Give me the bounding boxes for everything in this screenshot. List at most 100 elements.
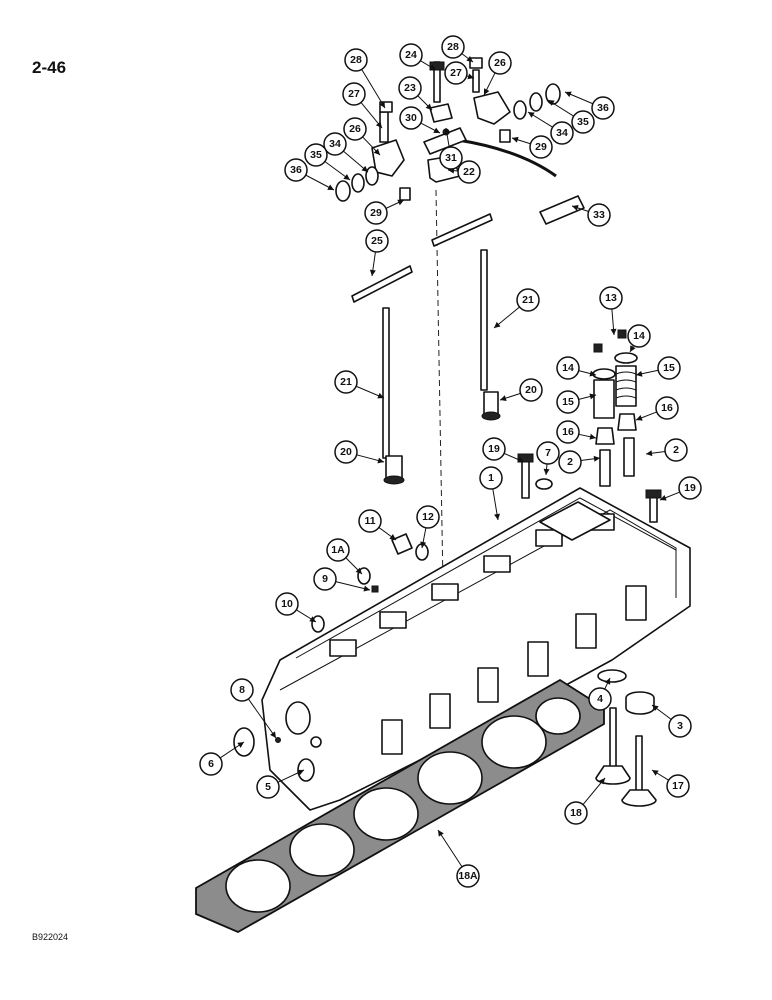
leader-arrowhead xyxy=(565,91,572,98)
callout-circle xyxy=(536,441,560,465)
leader-arrowhead xyxy=(517,456,524,463)
callout-circle xyxy=(334,370,358,394)
callout-circle xyxy=(358,509,382,533)
callout-circle xyxy=(519,378,543,402)
callout-number: 29 xyxy=(370,207,382,219)
leader-arrowhead xyxy=(270,731,276,738)
callout-33: 33 xyxy=(587,203,611,227)
callout-circle xyxy=(556,356,580,380)
support-block-23 xyxy=(429,103,453,123)
callout-circle xyxy=(564,801,588,825)
callout-26: 26 xyxy=(343,117,367,141)
callout-20: 20 xyxy=(334,440,358,464)
leader-arrowhead xyxy=(610,328,617,335)
callout-circle xyxy=(284,158,308,182)
callout-circle xyxy=(664,438,688,462)
leader-line-18a xyxy=(437,829,463,868)
callout-number: 18 xyxy=(570,807,582,819)
callout-8: 8 xyxy=(230,678,254,702)
callout-number: 33 xyxy=(593,209,605,221)
callout-2: 2 xyxy=(558,450,582,474)
leader-arrowhead xyxy=(512,136,519,143)
callout-number: 7 xyxy=(545,447,551,459)
callout-circle xyxy=(482,437,506,461)
callout-number: 27 xyxy=(348,88,360,100)
callout-circle xyxy=(344,48,368,72)
callout-number: 23 xyxy=(404,82,416,94)
callout-number: 34 xyxy=(329,138,341,150)
pushrod-21-right xyxy=(480,249,488,391)
callout-number: 21 xyxy=(522,294,534,306)
leader-arrowhead xyxy=(630,345,636,352)
callout-number: 6 xyxy=(208,758,214,770)
callout-circle xyxy=(529,135,553,159)
callout-circle xyxy=(599,286,623,310)
callout-circle xyxy=(668,714,692,738)
pin-8 xyxy=(275,737,281,743)
callout-number: 2 xyxy=(567,456,573,468)
callout-number: 10 xyxy=(281,598,293,610)
callout-27: 27 xyxy=(444,61,468,85)
valve-seat-4 xyxy=(597,669,627,683)
head-bolt-19-right-head xyxy=(645,489,662,499)
callout-circle xyxy=(304,143,328,167)
tappet-20-right xyxy=(483,391,499,415)
rocker-socket-left xyxy=(399,187,411,201)
callout-number: 11 xyxy=(364,515,375,527)
callout-number: 8 xyxy=(239,684,245,696)
gasket-bores xyxy=(225,697,581,913)
leader-arrowhead xyxy=(355,567,362,574)
washer-34-left xyxy=(365,166,379,186)
callout-number: 26 xyxy=(349,123,361,135)
callout-number: 17 xyxy=(672,780,684,792)
callout-26: 26 xyxy=(488,51,512,75)
intake-valve-18 xyxy=(595,707,631,785)
callout-7: 7 xyxy=(536,441,560,465)
pushrod-cover-25-right xyxy=(431,213,493,247)
leader-arrowhead xyxy=(466,56,473,62)
leader-arrowhead xyxy=(589,393,596,400)
callout-circle xyxy=(334,440,358,464)
callout-circle xyxy=(479,466,503,490)
ring-36-left xyxy=(335,180,351,202)
leader-arrowhead xyxy=(377,392,384,399)
cylinder-head-top-edge xyxy=(295,497,677,659)
callout-20: 20 xyxy=(519,378,543,402)
callout-circle xyxy=(398,76,422,100)
leader-arrowhead xyxy=(327,184,334,190)
leader-arrowhead xyxy=(369,269,376,276)
leader-arrowhead xyxy=(652,770,659,776)
callout-number: 14 xyxy=(562,362,574,374)
washer-35-right xyxy=(529,92,543,112)
leader-arrowhead xyxy=(652,705,659,711)
callout-number: 24 xyxy=(405,49,417,61)
callout-31: 31 xyxy=(439,146,463,170)
callout-number: 19 xyxy=(684,482,696,494)
plug-9 xyxy=(371,585,379,593)
leader-arrowhead xyxy=(589,433,596,440)
callout-34: 34 xyxy=(550,121,574,145)
callout-14: 14 xyxy=(556,356,580,380)
callout-circle xyxy=(556,420,580,444)
callout-circle xyxy=(627,324,651,348)
callout-circle xyxy=(199,752,223,776)
callout-6: 6 xyxy=(199,752,223,776)
callout-number: 15 xyxy=(663,362,675,374)
callout-number: 36 xyxy=(290,164,302,176)
callout-number: 3 xyxy=(677,720,683,732)
callout-28: 28 xyxy=(344,48,368,72)
leader-arrowhead xyxy=(379,101,385,108)
callout-number: 35 xyxy=(310,149,322,161)
callout-number: 12 xyxy=(422,511,434,523)
callout-circle xyxy=(441,35,465,59)
callout-2: 2 xyxy=(664,438,688,462)
rocker-shaft-33 xyxy=(539,195,585,225)
valve-seat-3 xyxy=(625,691,655,715)
oil-tube-curve xyxy=(457,138,557,178)
figure-id: B922024 xyxy=(32,932,69,942)
cylinder-head xyxy=(261,487,691,811)
callout-number: 16 xyxy=(562,426,574,438)
leader-arrowhead xyxy=(604,678,611,685)
leader-arrowhead xyxy=(433,127,440,133)
callout-circle xyxy=(456,864,480,888)
